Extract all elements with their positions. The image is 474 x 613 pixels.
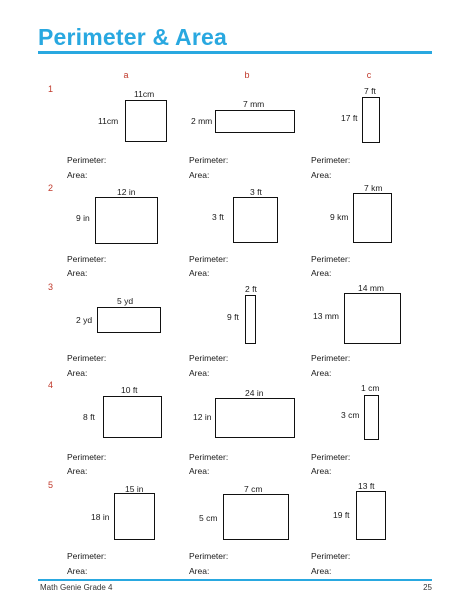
footer-book-title: Math Genie Grade 4: [40, 583, 113, 592]
width-label: 12 in: [117, 187, 136, 197]
page-title: Perimeter & Area: [38, 24, 227, 50]
perimeter-label: Perimeter:: [67, 452, 107, 462]
height-label: 2 yd: [76, 315, 93, 325]
area-label: Area:: [311, 368, 332, 378]
width-label: 15 in: [125, 484, 144, 494]
height-label: 9 in: [76, 213, 90, 223]
footer-rule: [38, 579, 432, 581]
perimeter-label: Perimeter:: [189, 254, 229, 264]
height-label: 13 mm: [313, 311, 339, 321]
area-label: Area:: [311, 170, 332, 180]
perimeter-label: Perimeter:: [189, 551, 229, 561]
height-label: 5 cm: [199, 513, 218, 523]
rectangle: [344, 293, 401, 344]
perimeter-label: Perimeter:: [311, 254, 351, 264]
perimeter-label: Perimeter:: [311, 155, 351, 165]
area-label: Area:: [311, 466, 332, 476]
page-number: 25: [423, 583, 432, 592]
width-label: 1 cm: [361, 383, 380, 393]
area-label: Area:: [67, 268, 88, 278]
height-label: 19 ft: [333, 510, 350, 520]
row-number-5: 5: [48, 480, 54, 490]
area-label: Area:: [189, 566, 210, 576]
rectangle: [215, 398, 295, 438]
width-label: 3 ft: [250, 187, 262, 197]
rectangle: [114, 493, 155, 540]
rectangle: [353, 193, 392, 243]
area-label: Area:: [189, 368, 210, 378]
area-label: Area:: [67, 466, 88, 476]
row-number-1: 1: [48, 84, 54, 94]
height-label: 9 km: [330, 212, 349, 222]
height-label: 8 ft: [83, 412, 95, 422]
width-label: 7 mm: [243, 99, 265, 109]
perimeter-label: Perimeter:: [311, 353, 351, 363]
width-label: 14 mm: [358, 283, 384, 293]
rectangle: [97, 307, 161, 333]
perimeter-label: Perimeter:: [67, 353, 107, 363]
column-letter-c: c: [366, 70, 372, 80]
perimeter-label: Perimeter:: [311, 551, 351, 561]
column-letter-a: a: [123, 70, 129, 80]
area-label: Area:: [311, 268, 332, 278]
title-rule: [38, 51, 432, 54]
rectangle: [356, 491, 386, 540]
height-label: 18 in: [91, 512, 110, 522]
area-label: Area:: [189, 170, 210, 180]
rectangle: [362, 97, 380, 143]
height-label: 3 cm: [341, 410, 360, 420]
area-label: Area:: [311, 566, 332, 576]
rectangle: [364, 395, 379, 440]
perimeter-label: Perimeter:: [67, 254, 107, 264]
rectangle: [233, 197, 278, 243]
height-label: 3 ft: [212, 212, 224, 222]
height-label: 12 in: [193, 412, 212, 422]
perimeter-label: Perimeter:: [67, 155, 107, 165]
perimeter-label: Perimeter:: [67, 551, 107, 561]
rectangle: [245, 295, 256, 344]
width-label: 10 ft: [121, 385, 138, 395]
width-label: 5 yd: [117, 296, 134, 306]
row-number-2: 2: [48, 183, 54, 193]
rectangle: [125, 100, 167, 142]
perimeter-label: Perimeter:: [189, 353, 229, 363]
rectangle: [103, 396, 162, 438]
width-label: 24 in: [245, 388, 264, 398]
rectangle: [215, 110, 295, 133]
rectangle: [223, 494, 289, 540]
perimeter-label: Perimeter:: [189, 155, 229, 165]
height-label: 9 ft: [227, 312, 239, 322]
width-label: 7 ft: [364, 86, 376, 96]
area-label: Area:: [189, 466, 210, 476]
row-number-3: 3: [48, 282, 54, 292]
width-label: 13 ft: [358, 481, 375, 491]
area-label: Area:: [67, 566, 88, 576]
height-label: 11cm: [98, 116, 119, 126]
perimeter-label: Perimeter:: [189, 452, 229, 462]
area-label: Area:: [67, 368, 88, 378]
area-label: Area:: [67, 170, 88, 180]
area-label: Area:: [189, 268, 210, 278]
width-label: 7 cm: [244, 484, 263, 494]
width-label: 7 km: [364, 183, 383, 193]
height-label: 2 mm: [191, 116, 213, 126]
row-number-4: 4: [48, 380, 54, 390]
width-label: 2 ft: [245, 284, 257, 294]
perimeter-label: Perimeter:: [311, 452, 351, 462]
rectangle: [95, 197, 158, 244]
column-letter-b: b: [244, 70, 250, 80]
height-label: 17 ft: [341, 113, 358, 123]
width-label: 11cm: [134, 89, 155, 99]
